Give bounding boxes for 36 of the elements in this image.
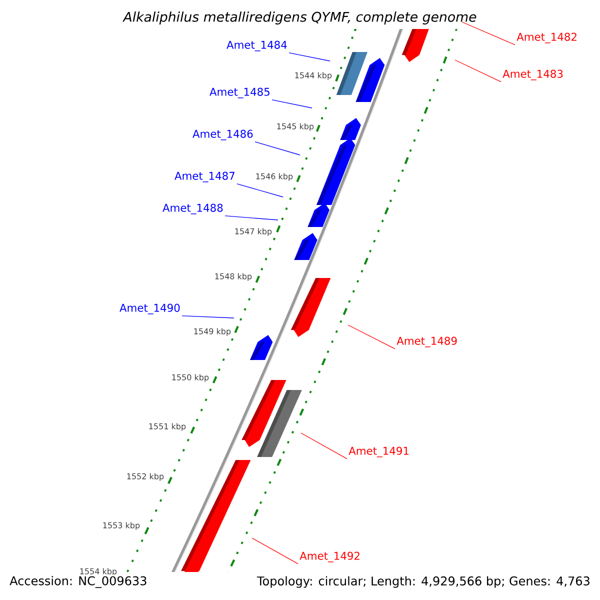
tick-label: 1549 kbp xyxy=(194,328,231,336)
gene-label: Amet_1484 xyxy=(226,40,287,52)
accession-text: Accession: NC_009633 xyxy=(8,574,149,590)
tick-label: 1546 kbp xyxy=(256,173,293,181)
gene-label: Amet_1485 xyxy=(210,88,270,98)
gene-label: Amet_1489 xyxy=(396,336,457,348)
gene-label: Amet_1490 xyxy=(120,304,180,314)
leader-line xyxy=(348,324,396,350)
gene-label: Amet_1482 xyxy=(516,32,576,44)
tick-label: 1552 kbp xyxy=(127,473,164,481)
tick-label: 1551 kbp xyxy=(149,423,186,431)
gene-label: Amet_1483 xyxy=(502,70,563,80)
leader-line xyxy=(236,183,284,198)
gene-label: Amet_1488 xyxy=(162,204,223,214)
tick-label: 1548 kbp xyxy=(215,273,252,281)
tick-label: 1544 kbp xyxy=(295,72,332,80)
leader-line xyxy=(272,99,312,108)
leader-line xyxy=(252,538,298,564)
gene-label: Amet_1492 xyxy=(300,552,360,562)
leader-line xyxy=(288,52,330,62)
gene-label: Amet_1491 xyxy=(348,446,408,458)
leader-line xyxy=(224,215,278,220)
leader-line xyxy=(182,315,234,318)
tick-label: 1550 kbp xyxy=(172,374,209,382)
genome-info-text: Topology: circular; Length: 4,929,566 bp; Genes: 4,763 xyxy=(256,574,592,590)
leader-line xyxy=(462,22,516,46)
leader-line xyxy=(300,432,348,460)
leader-line xyxy=(454,60,502,82)
gene-label: Amet_1487 xyxy=(174,172,234,182)
tick-label: 1553 kbp xyxy=(103,522,140,530)
tick-label: 1554 kbp xyxy=(80,568,117,576)
tick-label: 1545 kbp xyxy=(277,123,314,131)
tick-label: 1547 kbp xyxy=(235,228,272,236)
gene-label: Amet_1486 xyxy=(192,130,253,140)
leader-line xyxy=(254,141,300,156)
title: Alkaliphilus metalliredigens QYMF, complete genome xyxy=(122,10,478,26)
